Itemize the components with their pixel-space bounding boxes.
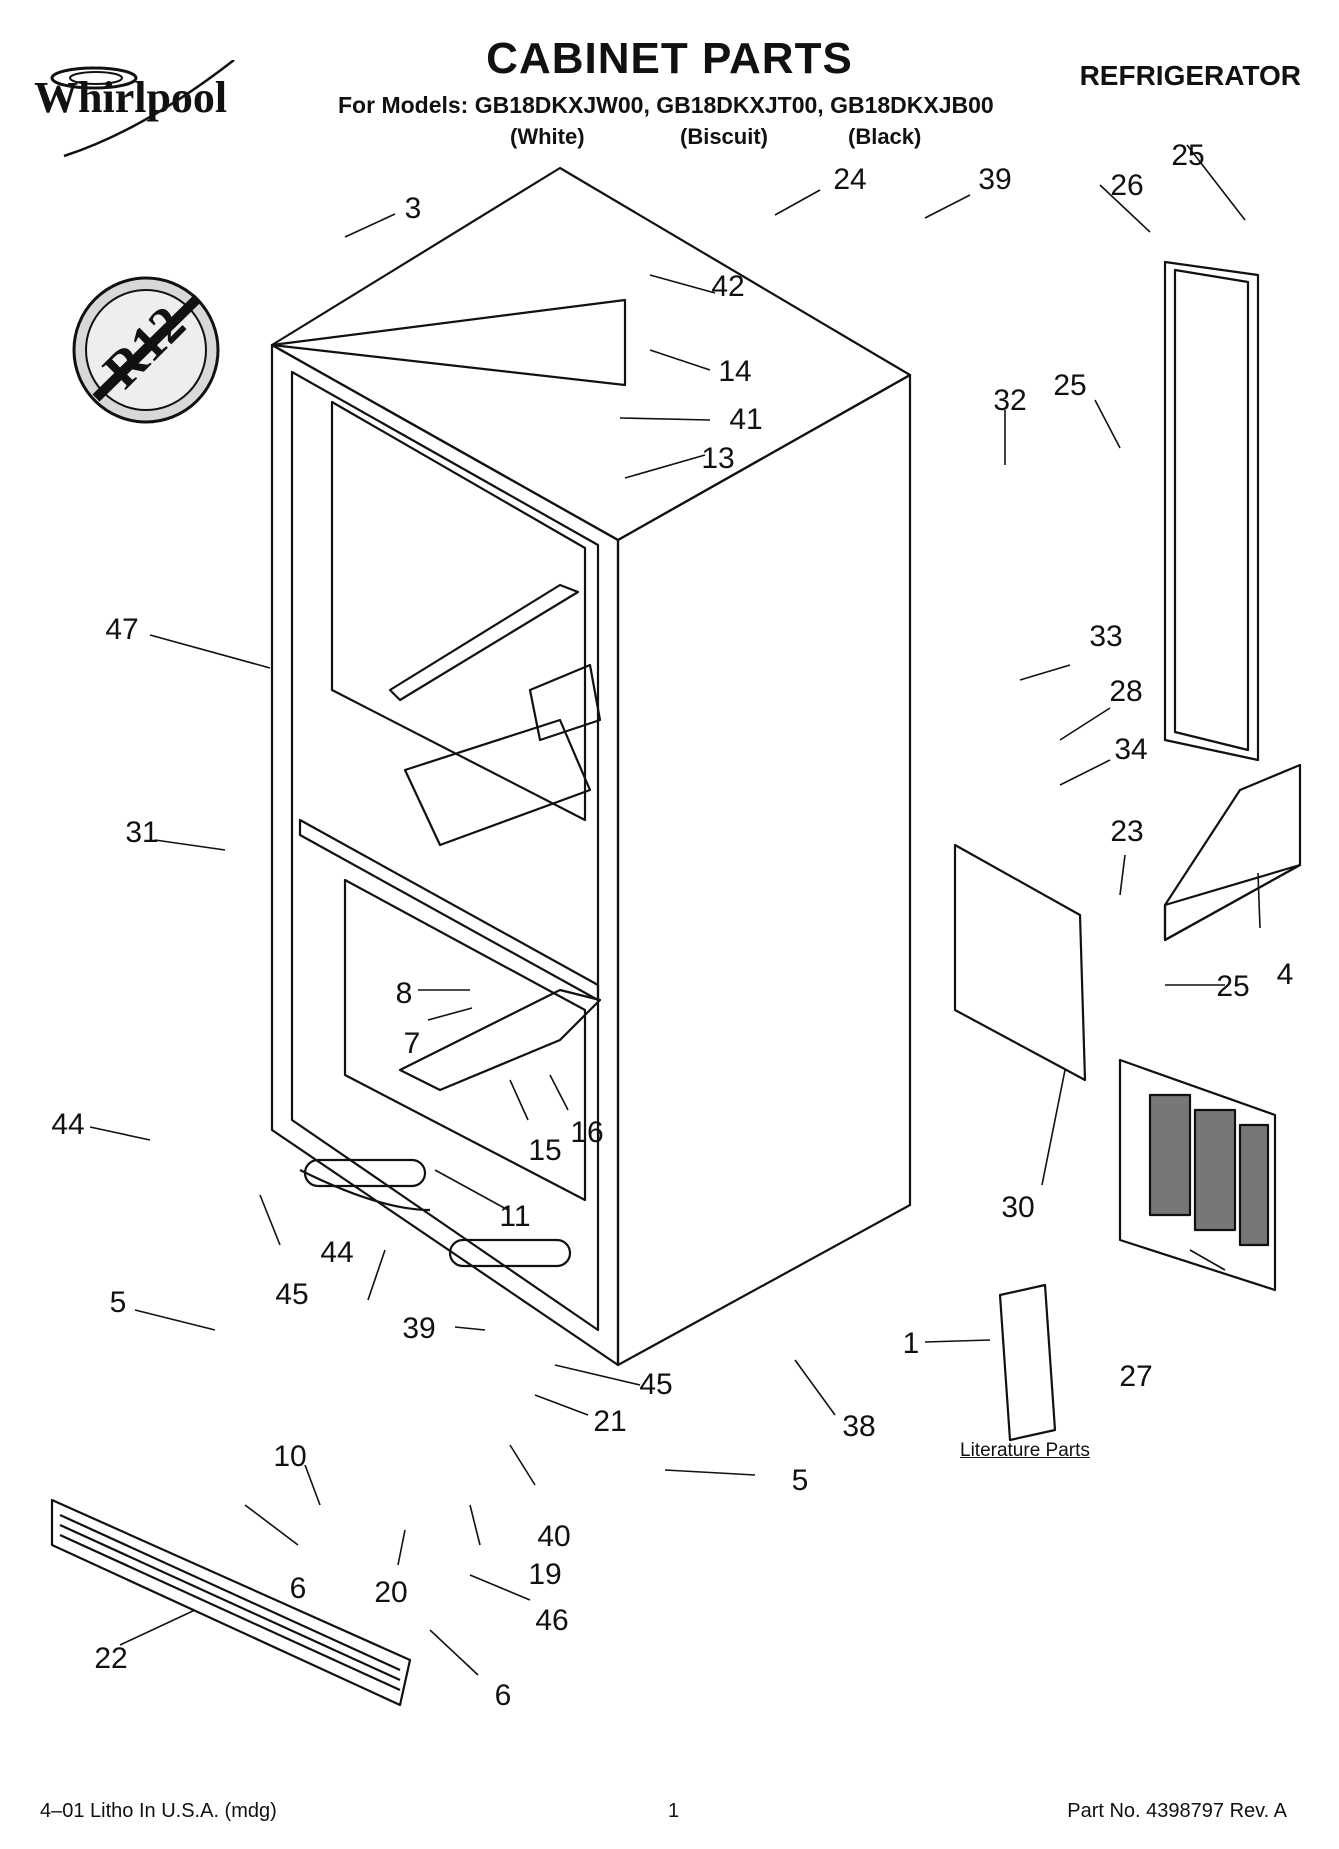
callout-13: 13 — [701, 442, 735, 475]
variant-white: (White) — [510, 124, 585, 149]
side-panel-26 — [1163, 260, 1260, 762]
callout-3: 3 — [404, 192, 422, 225]
variant-black: (Black) — [848, 124, 922, 149]
footer-page-number: 1 — [668, 1800, 680, 1822]
callout-45: 45 — [639, 1368, 673, 1401]
callout-31: 31 — [125, 816, 159, 849]
whirlpool-logo — [24, 59, 264, 158]
callout-22: 22 — [94, 1642, 128, 1675]
callout-27: 27 — [1119, 1360, 1153, 1393]
grille-27 — [1118, 1058, 1277, 1292]
callout-16: 16 — [570, 1116, 604, 1149]
callout-10: 10 — [273, 1440, 307, 1473]
callout-39: 39 — [402, 1312, 436, 1345]
footer-litho: 4–01 Litho In U.S.A. (mdg) — [40, 1800, 277, 1822]
cover-panel-4 — [1163, 763, 1302, 942]
front-grille-22 — [50, 1498, 412, 1707]
callout-25: 25 — [1216, 970, 1250, 1003]
callout-19: 19 — [528, 1558, 562, 1591]
callout-25: 25 — [1053, 369, 1087, 402]
callout-11: 11 — [499, 1200, 531, 1233]
callout-38: 38 — [842, 1410, 876, 1443]
machine-compartment-panel-30 — [953, 843, 1087, 1082]
callout-33: 33 — [1089, 620, 1123, 653]
callout-15: 15 — [528, 1134, 562, 1167]
literature-parts-1 — [998, 1283, 1057, 1442]
callout-30: 30 — [1001, 1191, 1035, 1224]
no-r12-badge — [72, 276, 220, 424]
callout-25: 25 — [1171, 139, 1205, 172]
callout-14: 14 — [718, 355, 752, 388]
callout-32: 32 — [993, 384, 1027, 417]
callout-28: 28 — [1109, 675, 1143, 708]
callout-47: 47 — [105, 613, 139, 646]
callout-42: 42 — [711, 270, 745, 303]
callout-1: 1 — [902, 1327, 920, 1360]
callout-20: 20 — [374, 1576, 408, 1609]
callout-6: 6 — [289, 1572, 307, 1605]
callout-5: 5 — [109, 1286, 127, 1319]
callout-46: 46 — [535, 1604, 569, 1637]
cabinet-body — [270, 166, 912, 1367]
callout-34: 34 — [1114, 733, 1148, 766]
callout-44: 44 — [320, 1236, 354, 1269]
callout-4: 4 — [1276, 958, 1294, 991]
callout-6: 6 — [494, 1679, 512, 1712]
callout-7: 7 — [403, 1027, 421, 1060]
callout-5: 5 — [791, 1464, 809, 1497]
callout-40: 40 — [537, 1520, 571, 1553]
callout-24: 24 — [833, 163, 867, 196]
variant-biscuit: (Biscuit) — [680, 124, 768, 149]
callout-44: 44 — [51, 1108, 85, 1141]
literature-parts-label: Literature Parts — [960, 1440, 1090, 1461]
model-list: For Models: GB18DKXJW00, GB18DKXJT00, GB… — [338, 92, 994, 118]
page-title: CABINET PARTS — [486, 34, 853, 83]
callout-26: 26 — [1110, 169, 1144, 202]
footer-part-number: Part No. 4398797 Rev. A — [1067, 1800, 1287, 1822]
callout-39: 39 — [978, 163, 1012, 196]
callout-41: 41 — [729, 403, 763, 436]
callout-21: 21 — [593, 1405, 627, 1438]
product-category: REFRIGERATOR — [1079, 60, 1301, 91]
callout-45: 45 — [275, 1278, 309, 1311]
callout-23: 23 — [1110, 815, 1144, 848]
callout-8: 8 — [395, 977, 413, 1010]
brand-wordmark: Whirlpool — [34, 73, 228, 122]
